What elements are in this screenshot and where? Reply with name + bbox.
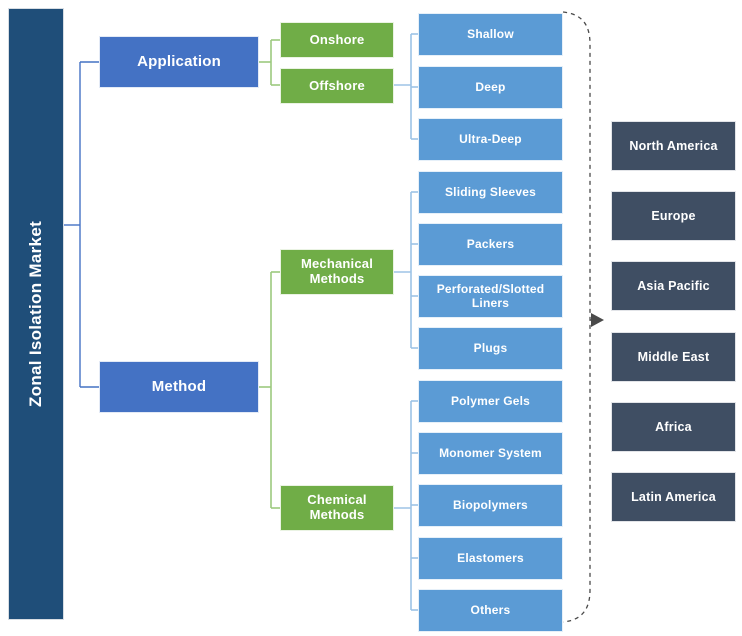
region-europe[interactable]: Europe	[611, 191, 736, 241]
node-plugs[interactable]: Plugs	[418, 327, 563, 370]
node-perforated-slotted-liners[interactable]: Perforated/Slotted Liners	[418, 275, 563, 318]
node-application[interactable]: Application	[99, 36, 259, 88]
root-connectors	[64, 61, 99, 388]
chemical-connectors	[394, 400, 418, 611]
node-offshore[interactable]: Offshore	[280, 68, 394, 104]
node-shallow[interactable]: Shallow	[418, 13, 563, 56]
node-polymer-gels[interactable]: Polymer Gels	[418, 380, 563, 423]
node-ultra-deep[interactable]: Ultra-Deep	[418, 118, 563, 161]
node-onshore[interactable]: Onshore	[280, 22, 394, 58]
root-label: Zonal Isolation Market	[26, 220, 45, 408]
region-africa[interactable]: Africa	[611, 402, 736, 452]
node-deep[interactable]: Deep	[418, 66, 563, 109]
region-arrowhead	[591, 313, 604, 327]
region-asia-pacific[interactable]: Asia Pacific	[611, 261, 736, 311]
method-connectors	[259, 271, 280, 509]
node-chemical-methods[interactable]: Chemical Methods	[280, 485, 394, 531]
offshore-connectors	[394, 33, 418, 140]
application-connectors	[259, 39, 280, 86]
node-biopolymers[interactable]: Biopolymers	[418, 484, 563, 527]
region-latin-america[interactable]: Latin America	[611, 472, 736, 522]
node-method[interactable]: Method	[99, 361, 259, 413]
node-monomer-system[interactable]: Monomer System	[418, 432, 563, 475]
node-sliding-sleeves[interactable]: Sliding Sleeves	[418, 171, 563, 214]
node-packers[interactable]: Packers	[418, 223, 563, 266]
region-north-america[interactable]: North America	[611, 121, 736, 171]
mechanical-connectors	[394, 191, 418, 349]
region-middle-east[interactable]: Middle East	[611, 332, 736, 382]
node-mechanical-methods[interactable]: Mechanical Methods	[280, 249, 394, 295]
root-node-zonal-isolation-market: Zonal Isolation Market	[8, 8, 64, 620]
node-elastomers[interactable]: Elastomers	[418, 537, 563, 580]
node-others[interactable]: Others	[418, 589, 563, 632]
region-brace	[562, 11, 600, 623]
